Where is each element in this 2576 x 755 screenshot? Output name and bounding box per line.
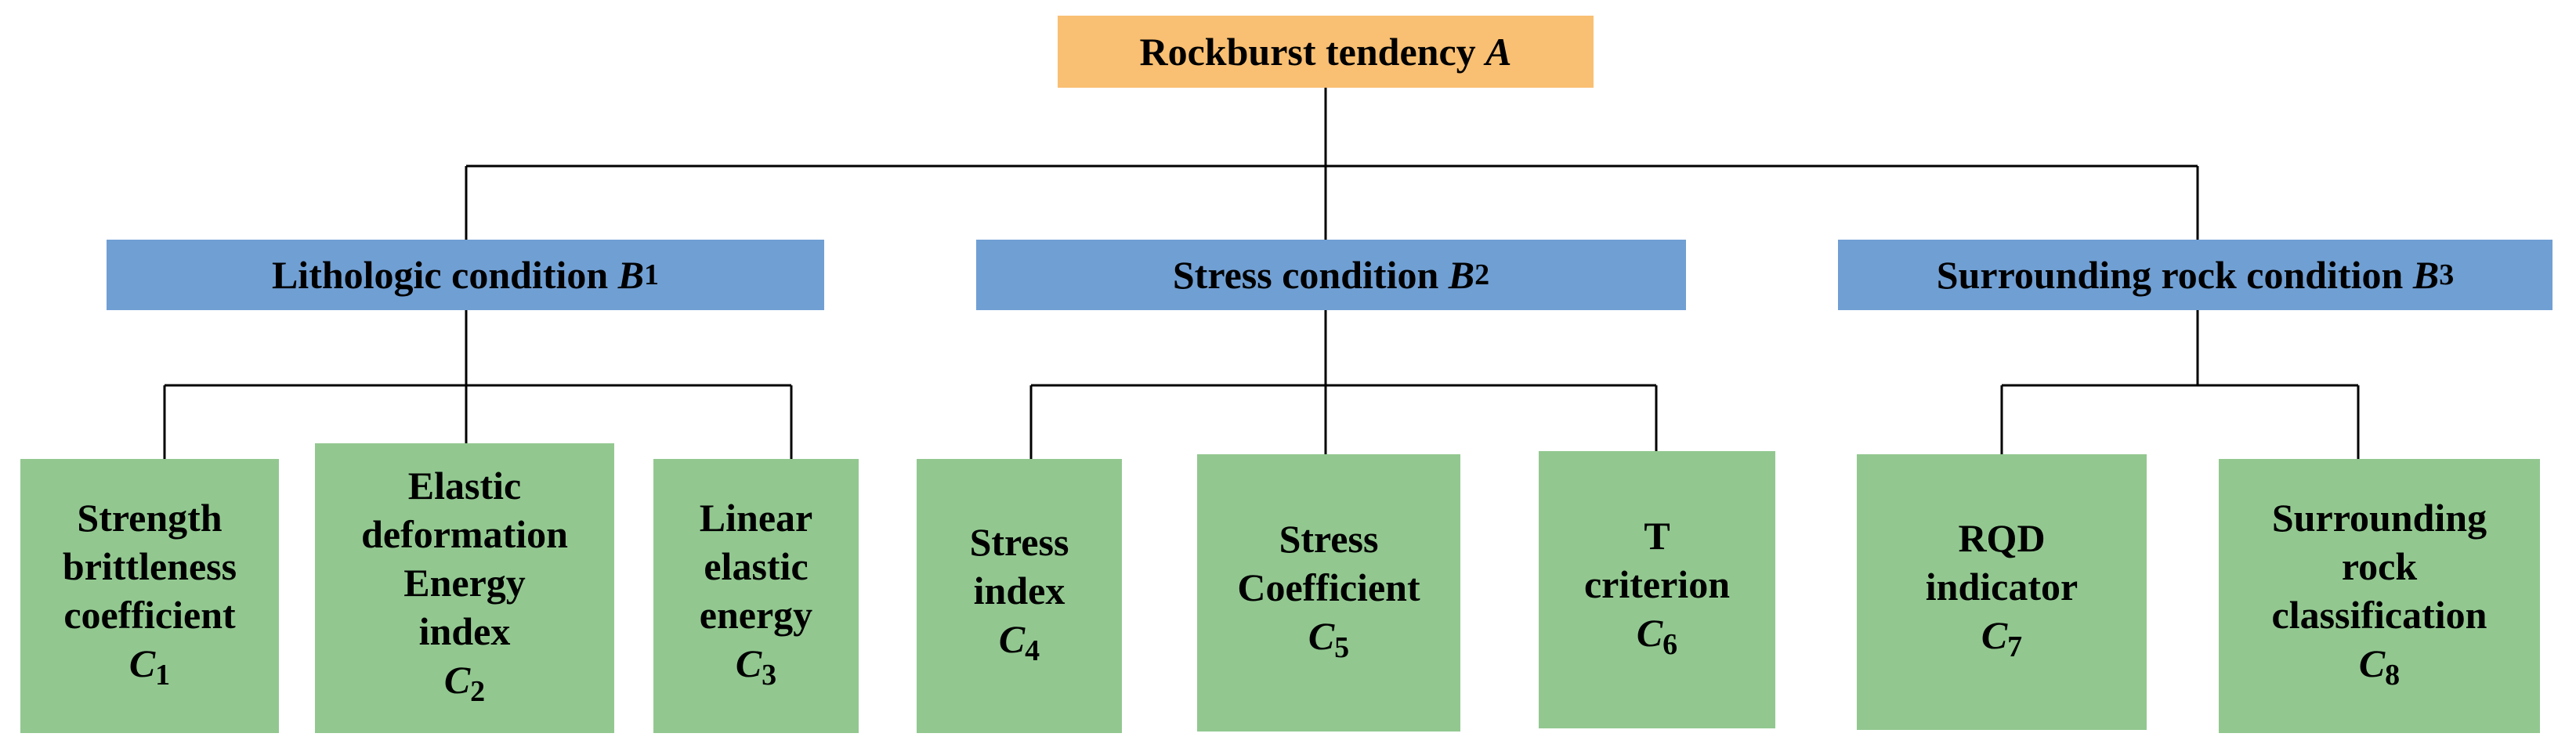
indicator-text-line: elastic — [704, 544, 809, 588]
criterion-symbol: B — [617, 253, 645, 297]
indicator-subscript: 6 — [1662, 627, 1678, 661]
indicator-subscript: 4 — [1025, 634, 1040, 667]
root-label: Rockburst tendency — [1139, 30, 1476, 74]
indicator-text-line: index — [418, 609, 511, 653]
indicator-symbol: C — [1308, 613, 1335, 658]
indicator-code: C6 — [1637, 609, 1677, 669]
criterion-subscript: 2 — [1474, 258, 1490, 291]
indicator-text-line: criterion — [1583, 562, 1730, 606]
indicator-text-line: energy — [699, 592, 813, 637]
indicator-text-line: Linear — [699, 495, 813, 540]
indicator-subscript: 8 — [2385, 658, 2401, 692]
indicator-text-line: coefficient — [63, 592, 236, 637]
indicator-subscript: 3 — [762, 658, 777, 692]
indicator-code: C3 — [736, 639, 776, 699]
criterion-symbol: B — [2412, 253, 2440, 297]
indicator-code: C4 — [999, 615, 1040, 675]
root-goal-box: Rockburst tendency A — [1058, 16, 1594, 88]
indicator-code: C1 — [129, 639, 170, 699]
indicator-symbol: C — [2358, 641, 2386, 685]
criterion-subscript: 3 — [2439, 258, 2455, 291]
indicator-symbol: C — [1636, 610, 1663, 655]
indicator-text-line: index — [973, 568, 1065, 612]
indicator-text-line: T — [1644, 513, 1670, 558]
indicator-symbol: C — [1981, 612, 2008, 657]
criterion-label: Surrounding rock condition — [1936, 253, 2404, 297]
indicator-text-line: deformation — [361, 511, 568, 556]
root-symbol: A — [1485, 30, 1512, 74]
criterion-symbol: B — [1448, 253, 1475, 297]
indicator-text-line: Energy — [403, 560, 526, 605]
indicator-box-c6: T criterion C6 — [1539, 451, 1775, 728]
indicator-box-c5: Stress Coefficient C5 — [1197, 454, 1460, 732]
indicator-text-line: classification — [2271, 592, 2487, 637]
indicator-box-c7: RQD indicator C7 — [1857, 454, 2147, 730]
criterion-subscript: 1 — [644, 258, 660, 291]
indicator-text-line: Surrounding — [2271, 495, 2487, 540]
indicator-box-c1: Strength brittleness coefficient C1 — [20, 459, 279, 733]
indicator-code: C8 — [2359, 639, 2400, 699]
indicator-symbol: C — [443, 657, 471, 702]
indicator-text-line: Stress — [1279, 516, 1379, 561]
indicator-box-c8: Surrounding rock classification C8 — [2219, 459, 2540, 733]
indicator-code: C7 — [1981, 611, 2022, 671]
indicator-text-line: RQD — [1958, 515, 2046, 560]
indicator-code: C2 — [444, 656, 485, 716]
indicator-symbol: C — [735, 641, 762, 685]
indicator-symbol: C — [998, 616, 1026, 661]
indicator-subscript: 5 — [1334, 630, 1350, 664]
indicator-box-c4: Stress index C4 — [917, 459, 1122, 733]
indicator-subscript: 2 — [470, 674, 486, 708]
indicator-symbol: C — [128, 641, 156, 685]
indicator-code: C5 — [1308, 612, 1349, 672]
indicator-box-c3: Linear elastic energy C3 — [653, 459, 859, 733]
indicator-text-line: Elastic — [407, 463, 522, 508]
indicator-text-line: brittleness — [62, 544, 237, 588]
indicator-text-line: Strength — [77, 495, 223, 540]
indicator-text-line: Stress — [969, 519, 1069, 564]
indicator-text-line: Coefficient — [1237, 565, 1420, 609]
indicator-box-c2: Elastic deformation Energy index C2 — [315, 443, 614, 733]
criterion-label: Stress condition — [1172, 253, 1439, 297]
indicator-subscript: 1 — [155, 658, 171, 692]
criterion-label: Lithologic condition — [271, 253, 609, 297]
indicator-text-line: rock — [2341, 544, 2418, 588]
indicator-subscript: 7 — [2007, 630, 2023, 663]
indicator-text-line: indicator — [1925, 564, 2079, 609]
